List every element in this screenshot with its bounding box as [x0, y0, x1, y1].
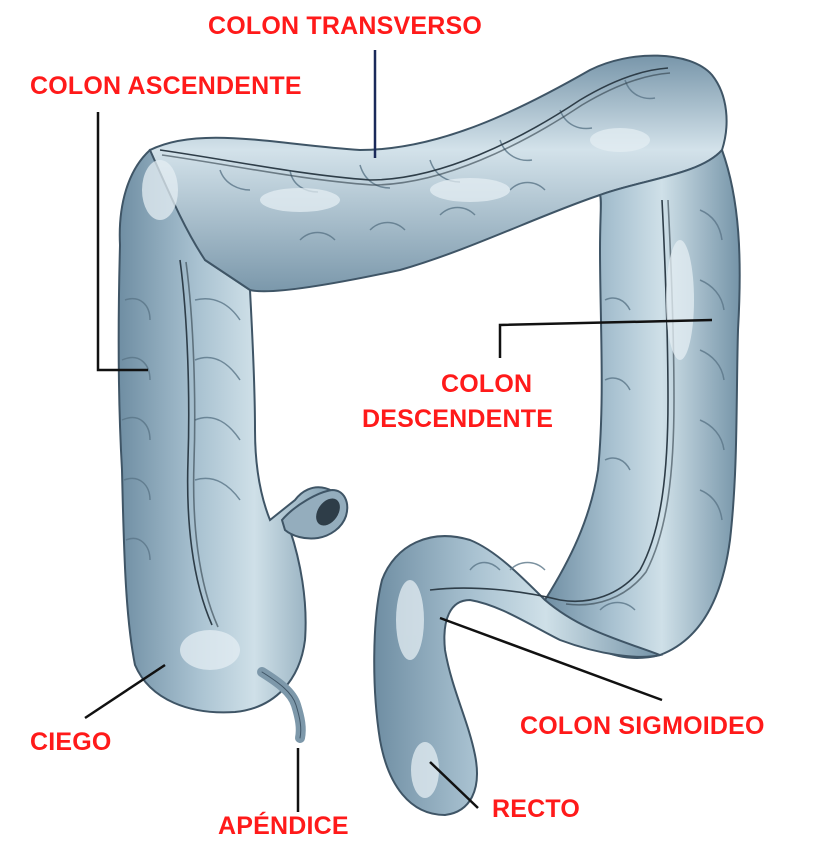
label-ciego: CIEGO	[30, 728, 112, 756]
label-colon-transverso: COLON TRANSVERSO	[208, 12, 482, 40]
leader-line-ciego	[85, 665, 165, 718]
descending-colon-shape	[545, 150, 740, 658]
label-apendice: APÉNDICE	[218, 812, 349, 840]
label-colon-descendente-line2: DESCENDENTE	[362, 405, 553, 433]
label-recto: RECTO	[492, 795, 580, 823]
label-colon-sigmoideo: COLON SIGMOIDEO	[520, 712, 765, 740]
label-colon-descendente-line1: COLON	[441, 370, 532, 398]
label-colon-ascendente: COLON ASCENDENTE	[30, 72, 302, 100]
colon-illustration	[119, 56, 740, 815]
